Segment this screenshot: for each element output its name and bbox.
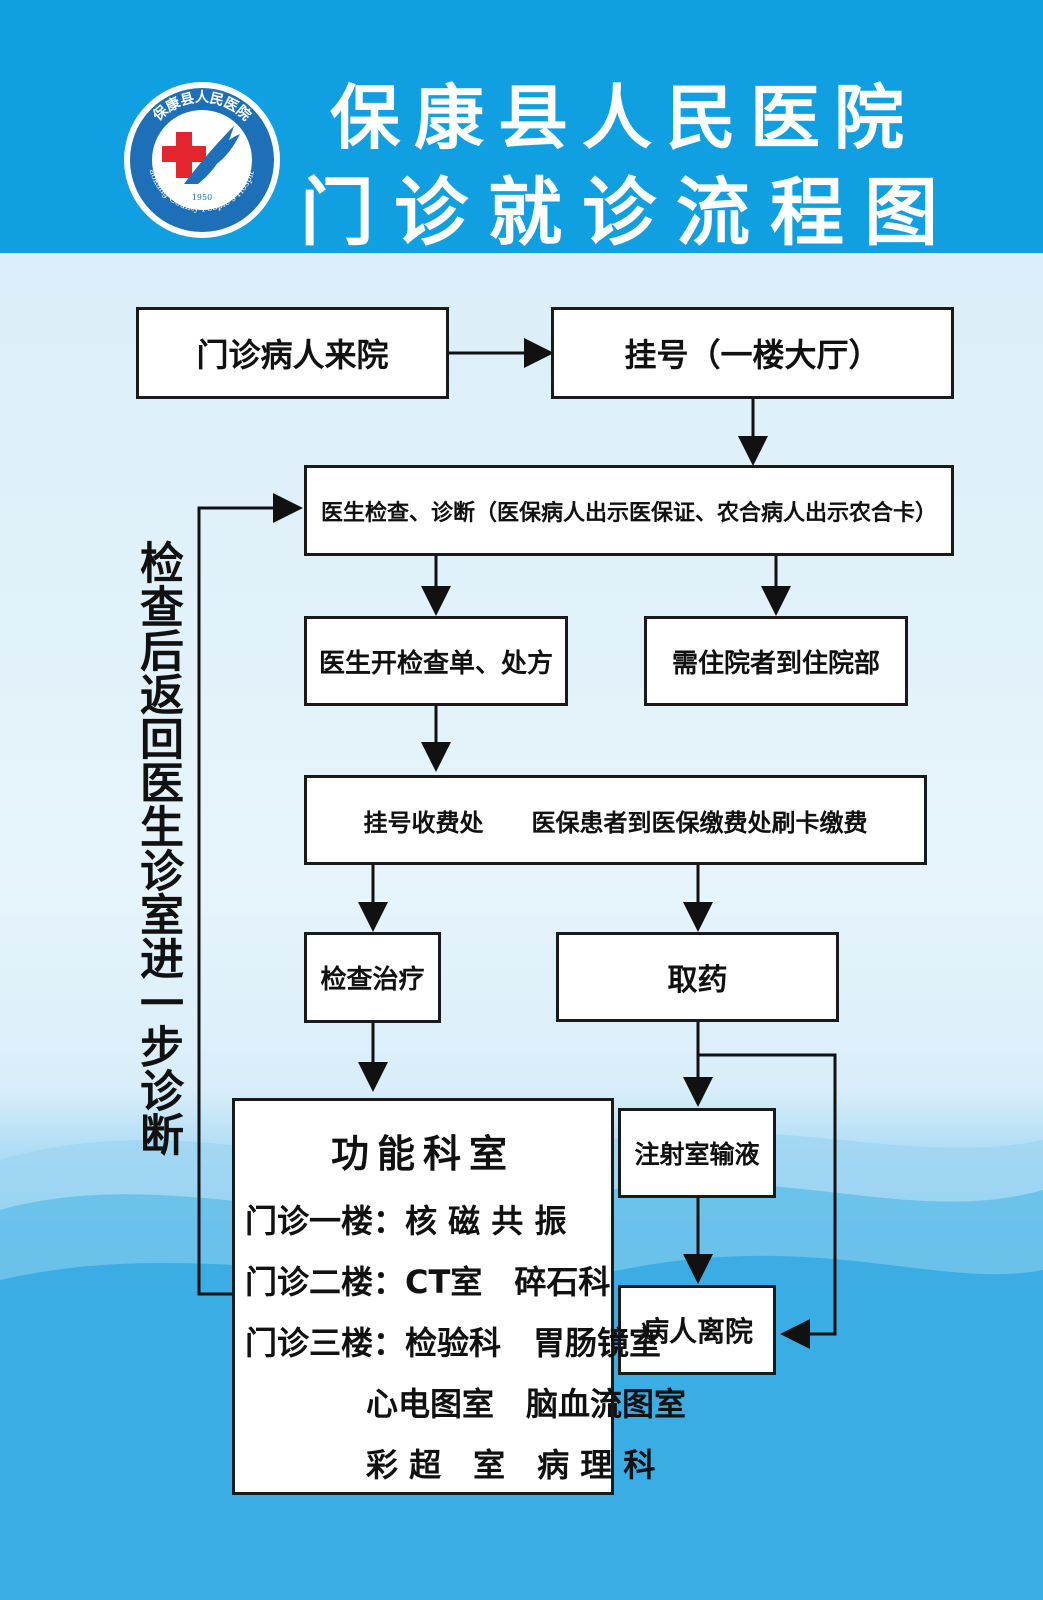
box-payment: 挂号收费处 医保患者到医保缴费处刷卡缴费 bbox=[304, 775, 927, 865]
box-doctor-diagnosis: 医生检查、诊断（医保病人出示医保证、农合病人出示农合卡） bbox=[304, 465, 954, 556]
box-take-medicine: 取药 bbox=[556, 932, 839, 1022]
page-title-flowchart: 门诊就诊流程图 bbox=[300, 170, 958, 256]
box-exam-treatment: 检查治疗 bbox=[304, 932, 441, 1023]
box-functional-departments: 功能科室 门诊一楼：核 磁 共 振 门诊二楼：CT室 碎石科 门诊三楼：检验科 … bbox=[232, 1098, 686, 1495]
logo-year: 1950 bbox=[192, 193, 212, 202]
functional-row: 门诊二楼：CT室 碎石科 bbox=[245, 1257, 610, 1303]
dept-list: 心电图室 脑血流图室 bbox=[366, 1385, 687, 1423]
dept-list: 核 磁 共 振 bbox=[405, 1202, 567, 1240]
functional-row: 门诊一楼：核 磁 共 振 bbox=[245, 1196, 566, 1242]
header-banner: 保康县人民医院 Baokang County People's Hospital… bbox=[0, 0, 1043, 256]
dept-list: 彩 超 室 病 理 科 bbox=[366, 1446, 656, 1484]
functional-row: 门诊三楼：检验科 胃肠镜室 bbox=[245, 1318, 661, 1364]
side-label-return-to-doctor: 检查后返回医生诊室进一步诊断 bbox=[132, 540, 183, 1156]
box-exam-prescription: 医生开检查单、处方 bbox=[304, 616, 568, 706]
functional-row: 心电图室 脑血流图室 bbox=[366, 1379, 686, 1425]
box-injection-room: 注射室输液 bbox=[618, 1108, 776, 1198]
floor-label: 门诊一楼： bbox=[245, 1202, 406, 1240]
functional-title: 功能科室 bbox=[330, 1132, 515, 1176]
box-inpatient: 需住院者到住院部 bbox=[644, 616, 908, 706]
functional-row: 彩 超 室 病 理 科 bbox=[366, 1440, 655, 1486]
box-registration: 挂号（一楼大厅） bbox=[551, 307, 954, 399]
floor-label: 门诊三楼： bbox=[245, 1324, 406, 1362]
dept-list: CT室 碎石科 bbox=[405, 1263, 611, 1301]
dept-list: 检验科 胃肠镜室 bbox=[405, 1324, 662, 1362]
floor-label: 门诊二楼： bbox=[245, 1263, 406, 1301]
box-patient-arrival: 门诊病人来院 bbox=[136, 307, 449, 399]
box-patient-discharge: 病人离院 bbox=[618, 1285, 776, 1375]
hospital-logo-icon: 保康县人民医院 Baokang County People's Hospital… bbox=[122, 80, 280, 238]
page-title-hospital: 保康县人民医院 bbox=[330, 77, 918, 159]
dove-icon bbox=[184, 126, 234, 184]
